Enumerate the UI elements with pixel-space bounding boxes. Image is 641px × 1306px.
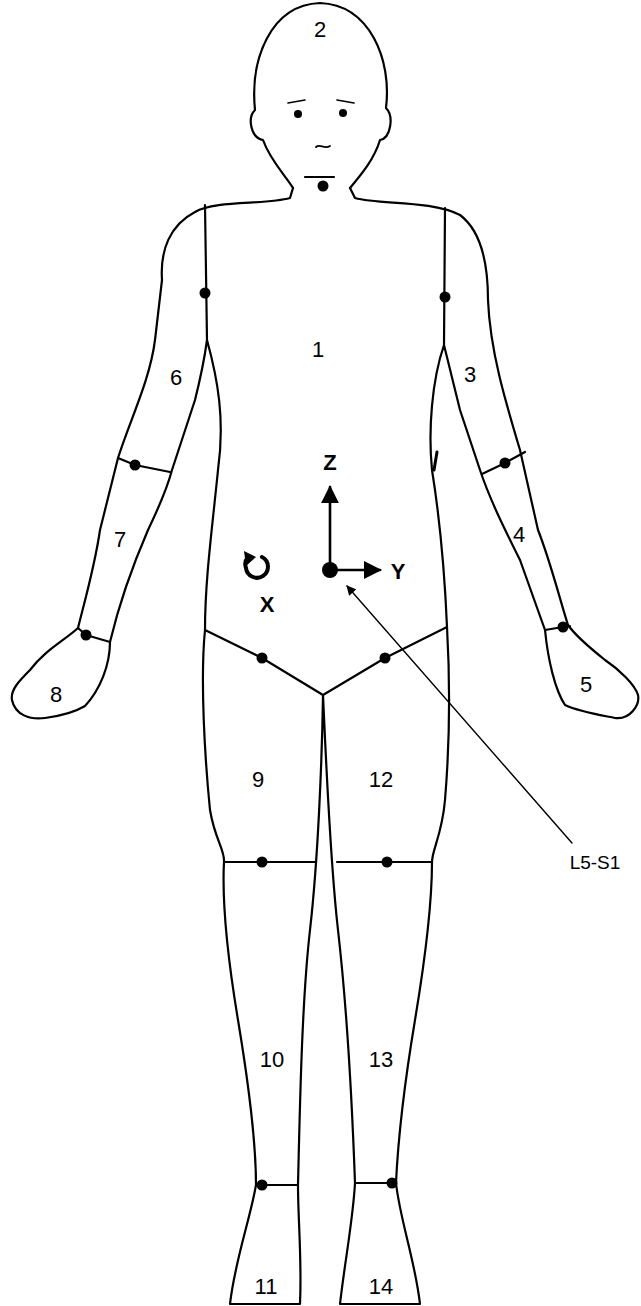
- hip-division: [205, 627, 447, 695]
- joint-dot: [380, 653, 391, 664]
- eyebrow: [337, 100, 354, 103]
- eyebrow: [288, 100, 305, 103]
- mouth: [305, 176, 334, 178]
- segment-number: 6: [170, 367, 182, 389]
- segment-number: 9: [252, 769, 264, 791]
- eye: [294, 110, 302, 118]
- wrist-division: [78, 628, 110, 642]
- origin-dot: [322, 562, 338, 578]
- joint-dot: [382, 857, 393, 868]
- axis-label: Y: [391, 561, 406, 583]
- tick-mark: [434, 452, 437, 470]
- segment-number: 14: [369, 1276, 393, 1298]
- nose: [316, 146, 330, 148]
- body-outline-path: [12, 188, 639, 1304]
- joint-dot: [318, 181, 329, 192]
- knee-division: [224, 861, 316, 863]
- segment-number: 11: [255, 1276, 278, 1298]
- joint-dot: [257, 1180, 268, 1191]
- segment-number: 1: [312, 339, 324, 361]
- segment-number: 10: [260, 1049, 284, 1071]
- joint-dot: [257, 653, 268, 664]
- shoulder-division: [444, 208, 445, 345]
- segment-number: 3: [464, 364, 476, 386]
- segment-number: 7: [114, 529, 126, 551]
- joint-dot: [257, 857, 268, 868]
- axis-label: Z: [323, 452, 336, 474]
- axis-label: X: [260, 594, 275, 616]
- eye: [339, 109, 347, 117]
- segment-number: 13: [369, 1049, 393, 1071]
- joint-dot: [130, 460, 141, 471]
- segment-number: 4: [513, 524, 525, 546]
- joint-dot: [387, 1178, 398, 1189]
- segment-number: 12: [369, 769, 393, 791]
- joint-dot: [81, 630, 92, 641]
- rotation-arrowhead: [244, 551, 256, 566]
- shoulder-division: [205, 205, 207, 340]
- joint-dot: [440, 292, 451, 303]
- head-outline: [251, 3, 391, 188]
- leader-line: [347, 586, 572, 843]
- elbow-division: [118, 458, 170, 472]
- joint-dot: [200, 288, 211, 299]
- joint-callout: L5-S1: [570, 853, 621, 872]
- joint-dot: [558, 622, 569, 633]
- joint-dot: [500, 458, 511, 469]
- z-axis: [329, 487, 332, 570]
- segment-number: 8: [50, 684, 62, 706]
- segment-number: 2: [314, 19, 326, 41]
- elbow-division: [482, 452, 525, 474]
- segment-number: 5: [580, 674, 592, 696]
- joint-dots: [81, 109, 569, 1191]
